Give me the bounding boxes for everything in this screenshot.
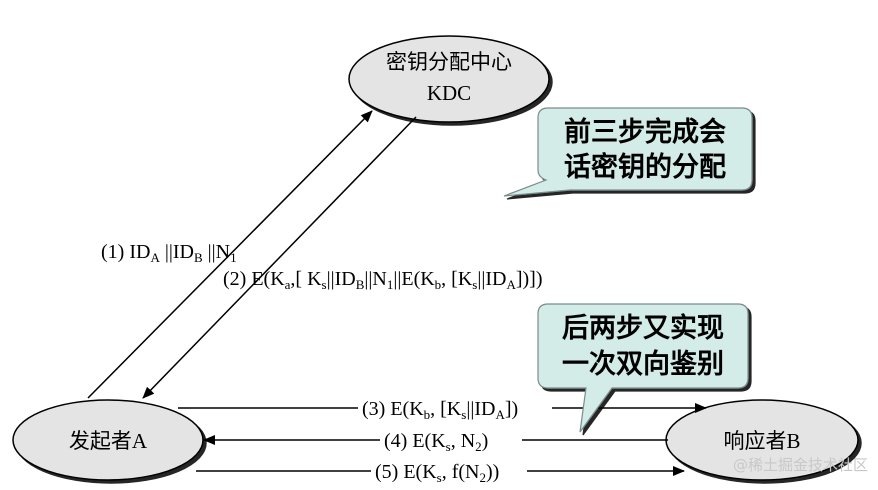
message-step3-bg: [358, 394, 552, 420]
kdc-label-line2: KDC: [427, 81, 471, 105]
message-step1: (1) IDA ||IDB ||N1: [101, 241, 237, 265]
watermark: @稀土掘金技术社区: [733, 456, 868, 474]
message-step5-bg: [371, 457, 527, 485]
message-step5: (5) E(Ks, f(N2)): [375, 461, 499, 485]
kdc-label-line1: 密钥分配中心: [386, 50, 512, 74]
callout-top: 前三步完成会 话密钥的分配: [503, 107, 753, 197]
initiator-label: 发起者A: [69, 429, 148, 453]
arrow-step1: [87, 110, 373, 399]
callout-bottom-line1: 后两步又实现: [562, 312, 724, 344]
initiator-node: 发起者A: [12, 399, 204, 481]
callout-top-line1: 前三步完成会: [564, 116, 726, 148]
message-step3: (3) E(Kb, [Ks||IDA]): [362, 398, 518, 422]
responder-node: 响应者B: [665, 399, 859, 481]
message-step4: (4) E(Ks, N2): [384, 430, 488, 454]
message-step2: (2) E(Ka,[ Ks||IDB||N1||E(Kb, [Ks||IDA])…: [223, 268, 543, 292]
kdc-node: 密钥分配中心 KDC: [348, 35, 550, 123]
callout-top-bubble: [503, 107, 753, 197]
callout-bottom-line2: 一次双向鉴别: [562, 348, 724, 380]
responder-label: 响应者B: [723, 429, 800, 453]
callout-top-line2: 话密钥的分配: [564, 151, 726, 183]
kdc-ellipse: [348, 35, 550, 123]
arrow-step2: [142, 116, 417, 399]
callout-bottom-bubble: [537, 303, 749, 433]
message-step4-bg: [380, 426, 522, 454]
callout-bottom: 后两步又实现 一次双向鉴别: [537, 303, 749, 433]
